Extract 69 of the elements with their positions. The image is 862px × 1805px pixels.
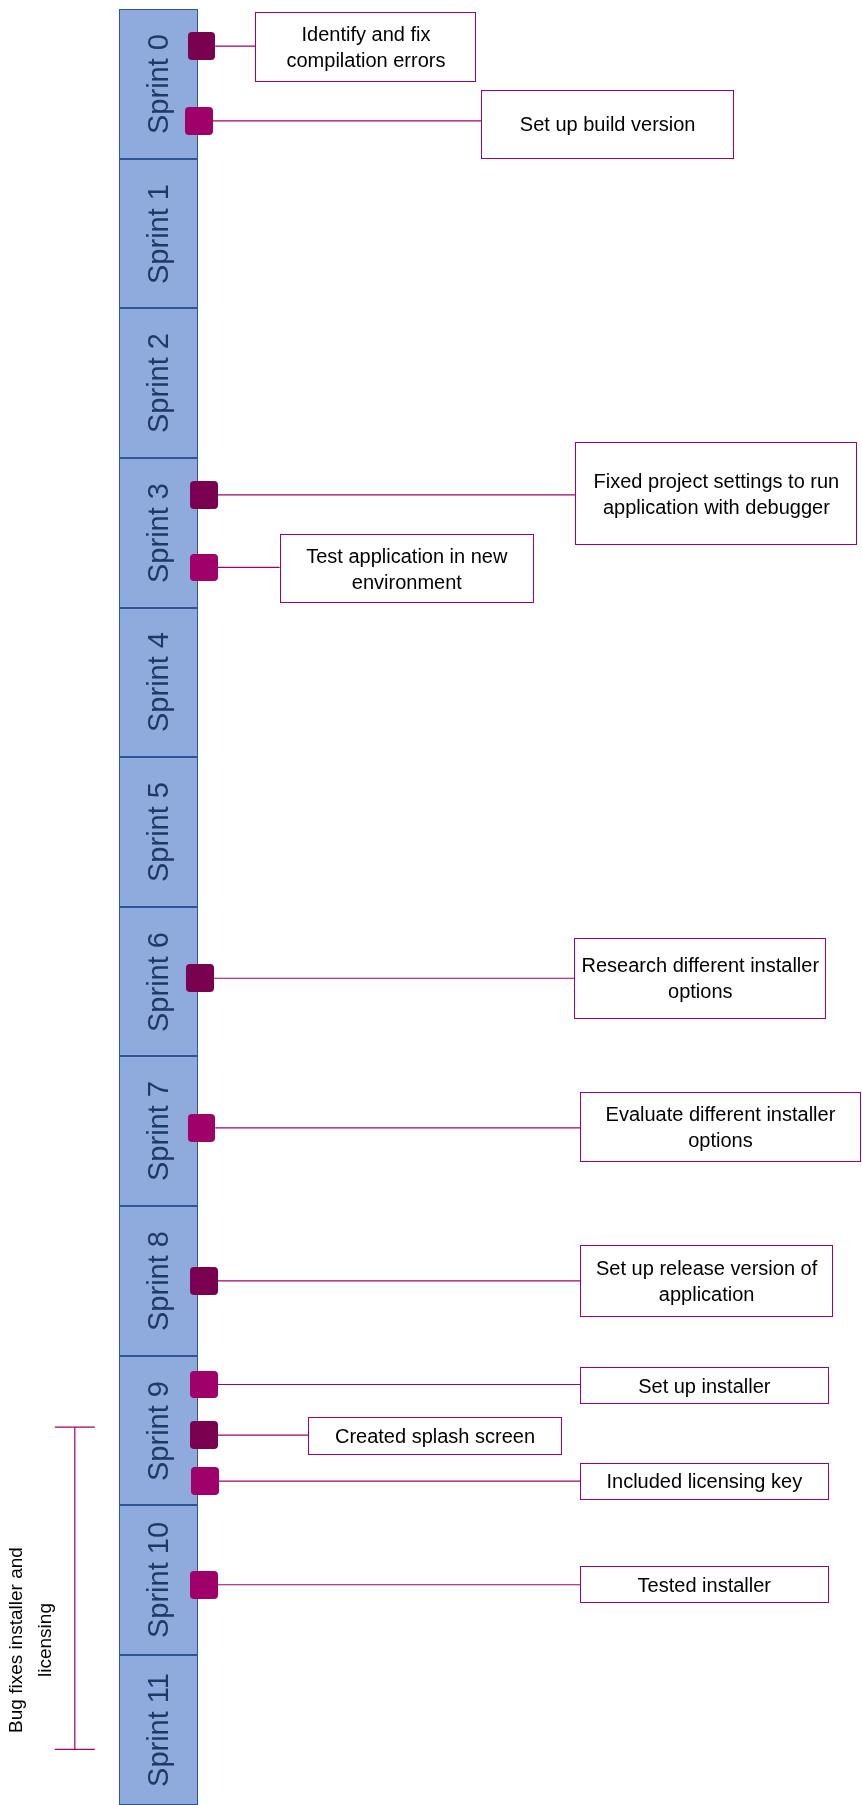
sprint-label: Sprint 6: [141, 931, 175, 1032]
task-text: Set up release version of application: [595, 1255, 819, 1307]
task-box: [575, 441, 858, 546]
sprint-label: Sprint 5: [141, 782, 175, 883]
sprint-label: Sprint 4: [141, 632, 175, 733]
task-text: Evaluate different installer options: [604, 1102, 837, 1154]
connector-line: [213, 977, 575, 979]
sprint-label: Sprint 9: [141, 1380, 175, 1481]
sprint-label: Sprint 1: [141, 183, 175, 284]
task-box: [580, 1092, 861, 1163]
task-text: Set up build version: [518, 112, 697, 138]
task-box: [574, 937, 827, 1019]
task-text: Identify and fix compilation errors: [285, 21, 447, 73]
milestone-marker: [189, 1421, 218, 1449]
task-box: [580, 1245, 834, 1317]
sprint-band: [118, 458, 198, 608]
connector-line: [218, 1480, 581, 1482]
task-text: Included licensing key: [605, 1469, 804, 1495]
sprint-band: [118, 607, 198, 758]
milestone-marker: [186, 964, 215, 993]
milestone-marker: [189, 481, 218, 509]
connector-line: [216, 566, 281, 568]
milestone-marker: [185, 107, 213, 135]
sprint-band: [118, 1654, 198, 1805]
connector-line: [216, 1434, 310, 1436]
sprint-band: [118, 1355, 198, 1506]
sprint-label: Sprint 7: [141, 1081, 175, 1182]
milestone-marker: [189, 553, 218, 582]
sprint-label: Sprint 10: [141, 1522, 175, 1639]
milestone-marker: [187, 1114, 216, 1142]
milestone-marker: [189, 1370, 218, 1399]
task-text: Test application in new environment: [305, 543, 509, 595]
task-text: Created splash screen: [333, 1423, 537, 1449]
bracket-label: Bug fixes installer and licensing: [3, 1546, 56, 1735]
sprint-label: Sprint 11: [141, 1672, 175, 1787]
sprint-band: [118, 757, 198, 907]
milestone-marker: [189, 1267, 218, 1295]
task-text: Research different installer options: [580, 953, 821, 1005]
connector-line: [216, 494, 577, 496]
sprint-band: [118, 906, 198, 1057]
connector-line: [214, 1127, 581, 1129]
sprint-band: [118, 1056, 198, 1207]
task-box: [580, 1462, 829, 1500]
connector-line: [212, 120, 482, 122]
sprint-label: Sprint 2: [141, 333, 175, 434]
task-box: [279, 534, 534, 604]
sprint-band: [118, 1206, 198, 1356]
milestone-marker: [187, 32, 216, 60]
sprint-band: [118, 9, 198, 159]
connector-line: [214, 45, 257, 47]
task-text: Set up installer: [637, 1373, 772, 1399]
connector-line: [216, 1280, 581, 1282]
connector-line: [216, 1584, 581, 1586]
sprint-label: Sprint 8: [141, 1230, 175, 1331]
task-box: [255, 11, 477, 82]
sprint-label: Sprint 0: [141, 34, 175, 134]
sprint-band: [118, 158, 198, 309]
sprint-band: [118, 1505, 198, 1655]
milestone-marker: [191, 1467, 219, 1495]
task-text: Tested installer: [636, 1572, 772, 1598]
task-box: [580, 1367, 829, 1405]
task-box: [308, 1416, 562, 1455]
task-box: [481, 89, 735, 159]
task-text: Fixed project settings to run application with debugger: [592, 468, 841, 520]
task-box: [580, 1566, 829, 1604]
sprint-label: Sprint 3: [141, 482, 175, 583]
milestone-marker: [189, 1570, 218, 1599]
connector-line: [216, 1383, 581, 1386]
sprint-band: [118, 308, 198, 459]
